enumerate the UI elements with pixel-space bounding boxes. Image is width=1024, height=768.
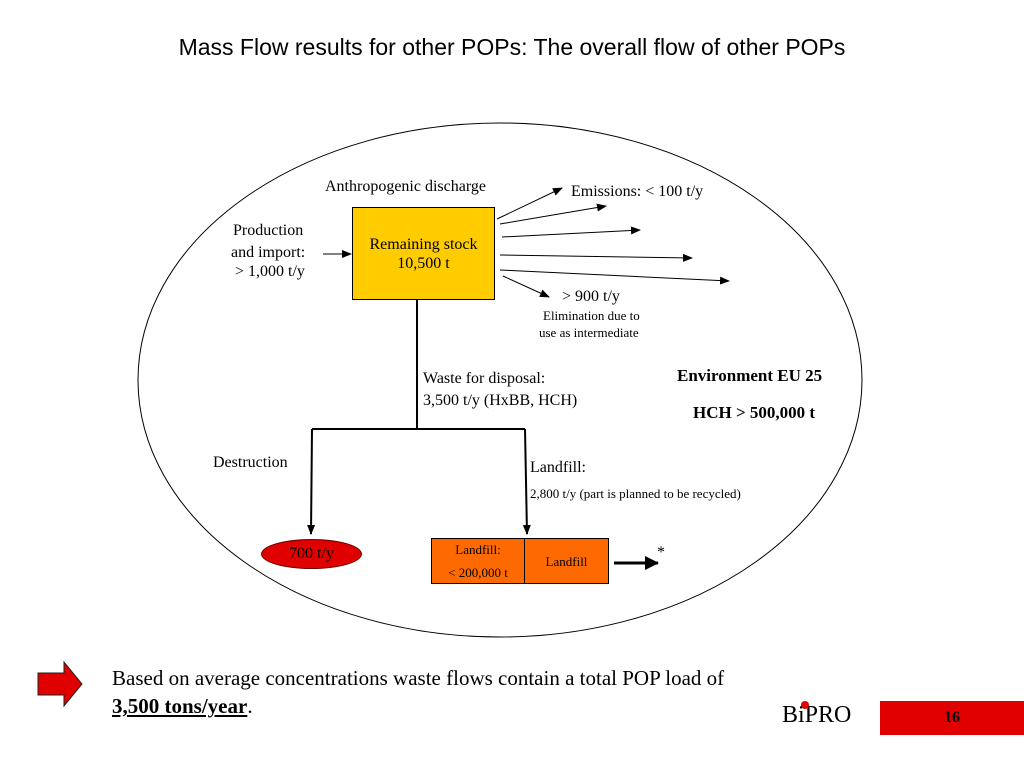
bipro-logo: BiPRO bbox=[782, 702, 852, 728]
waste-label-line2: 3,500 t/y (HxBB, HCH) bbox=[423, 392, 578, 409]
conclusion-text: Based on average concentrations waste fl… bbox=[112, 664, 752, 720]
system-boundary-ellipse bbox=[137, 122, 863, 638]
environment-value: HCH > 500,000 t bbox=[693, 403, 816, 422]
production-label-line3: > 1,000 t/y bbox=[235, 263, 305, 280]
page-number-box: 16 bbox=[880, 701, 1024, 735]
landfill-box-title: Landfill: bbox=[455, 542, 501, 557]
landfill-detail: 2,800 t/y (part is planned to be recycle… bbox=[530, 486, 741, 501]
landfill-label: Landfill: bbox=[530, 459, 586, 476]
landfill-box-label: Landfill bbox=[545, 553, 588, 569]
conclusion-highlight: 3,500 tons/year bbox=[112, 694, 248, 718]
production-label-line2: and import: bbox=[231, 244, 306, 261]
stock-value: 10,500 t bbox=[397, 254, 450, 272]
destruction-node: 700 t/y bbox=[261, 539, 362, 569]
landfill-stock-box: Landfill: < 200,000 t bbox=[431, 538, 525, 584]
destruction-arrow bbox=[307, 428, 316, 535]
elimination-value: > 900 t/y bbox=[562, 288, 620, 305]
elimination-arrow bbox=[502, 275, 550, 298]
right-arrow-icon bbox=[37, 660, 83, 708]
production-label-line1: Production bbox=[233, 222, 304, 239]
destruction-label: Destruction bbox=[213, 454, 288, 471]
landfill-box: Landfill bbox=[524, 538, 609, 584]
emission-arrow-3 bbox=[501, 226, 641, 238]
anthropogenic-discharge-label: Anthropogenic discharge bbox=[325, 178, 486, 195]
environment-label: Environment EU 25 bbox=[677, 366, 823, 385]
landfill-box-value: < 200,000 t bbox=[448, 565, 508, 580]
conclusion-part1: Based on average concentrations waste fl… bbox=[112, 666, 725, 690]
elimination-label-line1: Elimination due to bbox=[543, 308, 640, 323]
waste-label-line1: Waste for disposal: bbox=[423, 370, 546, 387]
remaining-stock-box: Remaining stock 10,500 t bbox=[352, 207, 495, 300]
emission-arrow-1 bbox=[496, 187, 563, 220]
emission-arrow-4 bbox=[499, 253, 693, 262]
slide-title: Mass Flow results for other POPs: The ov… bbox=[178, 34, 846, 60]
logo-dot-icon bbox=[801, 701, 809, 709]
stock-label: Remaining stock bbox=[369, 235, 478, 253]
conclusion-part2: . bbox=[247, 694, 253, 718]
destruction-value: 700 t/y bbox=[289, 545, 334, 562]
page-number: 16 bbox=[944, 709, 960, 726]
emission-arrow-2 bbox=[499, 203, 607, 225]
emission-arrow-5 bbox=[499, 269, 730, 285]
emissions-label: Emissions: < 100 t/y bbox=[571, 183, 704, 200]
asterisk-note: * bbox=[657, 544, 665, 561]
landfill-arrow bbox=[522, 428, 531, 535]
elimination-label-line2: use as intermediate bbox=[539, 325, 639, 340]
